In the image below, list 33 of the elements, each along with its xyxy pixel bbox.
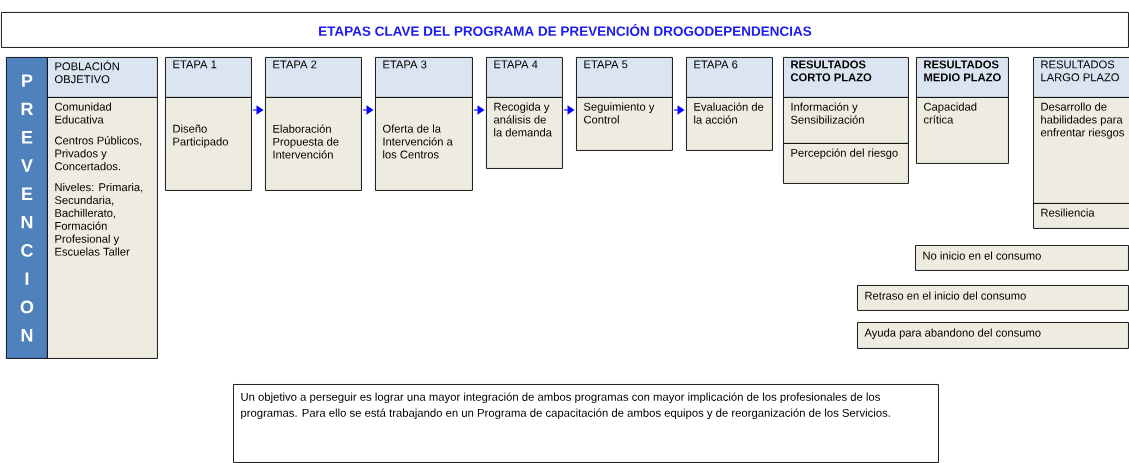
stage-box: Comunidad Educativa Centros Públicos, Privados y Concertados. Niveles: Primaria, Secundaria, Bachillerato, Formación Profesional y Escuelas Taller [47,97,158,359]
stage-box: Resiliencia [1033,203,1129,229]
arrow [362,105,374,115]
stage-box: Recogida y análisis de la demanda [486,97,563,169]
column-header: RESULTADOS LARGO PLAZO [1033,57,1129,98]
stage-box: Evaluación de la acción [686,97,773,151]
stage-box: Percepción del riesgo [783,143,909,184]
stage-box: Oferta de la Intervención a los Centros [375,97,473,191]
column-header: POBLACIÓN OBJETIVO [47,57,158,98]
stage-box: Capacidad crítica [916,97,1009,164]
stage-box: Seguimiento y Control [576,97,673,151]
column-header: ETAPA 3 [375,57,473,98]
arrow [673,105,685,115]
column-header: RESULTADOS CORTO PLAZO [783,57,909,98]
stage-box: Información y Sensibilización [783,97,909,144]
column-header: ETAPA 4 [486,57,563,98]
column-header: ETAPA 1 [165,57,252,98]
column-header: ETAPA 5 [576,57,673,98]
arrow [252,105,264,115]
note-box: Un objetivo a perseguir es lograr una mayor integración de ambos programas con mayor implicación de los profesionales de los programas. Para ello se está trabajando en un Programa de capacitación de ambos equipos y de reorganización de los Servicios. [233,384,939,463]
stage-box: Diseño Participado [165,97,252,191]
stage-box: No inicio en el consumo [915,245,1129,271]
vertical-band: PREVENCION [6,57,48,359]
arrow [473,105,485,115]
stage-box: Elaboración Propuesta de Intervención [265,97,362,191]
column-header: ETAPA 6 [686,57,773,98]
node-label: Resiliencia [1041,208,1095,217]
title-box: ETAPAS CLAVE DEL PROGRAMA DE PREVENCIÓN DROGODEPENDENCIAS [1,12,1129,48]
column-header: RESULTADOS MEDIO PLAZO [916,57,1009,98]
column-header: ETAPA 2 [265,57,362,98]
stage-box: Retraso en el inicio del consumo [857,285,1129,311]
arrow [563,105,575,115]
stage-box: Ayuda para abandono del consumo [857,322,1129,349]
